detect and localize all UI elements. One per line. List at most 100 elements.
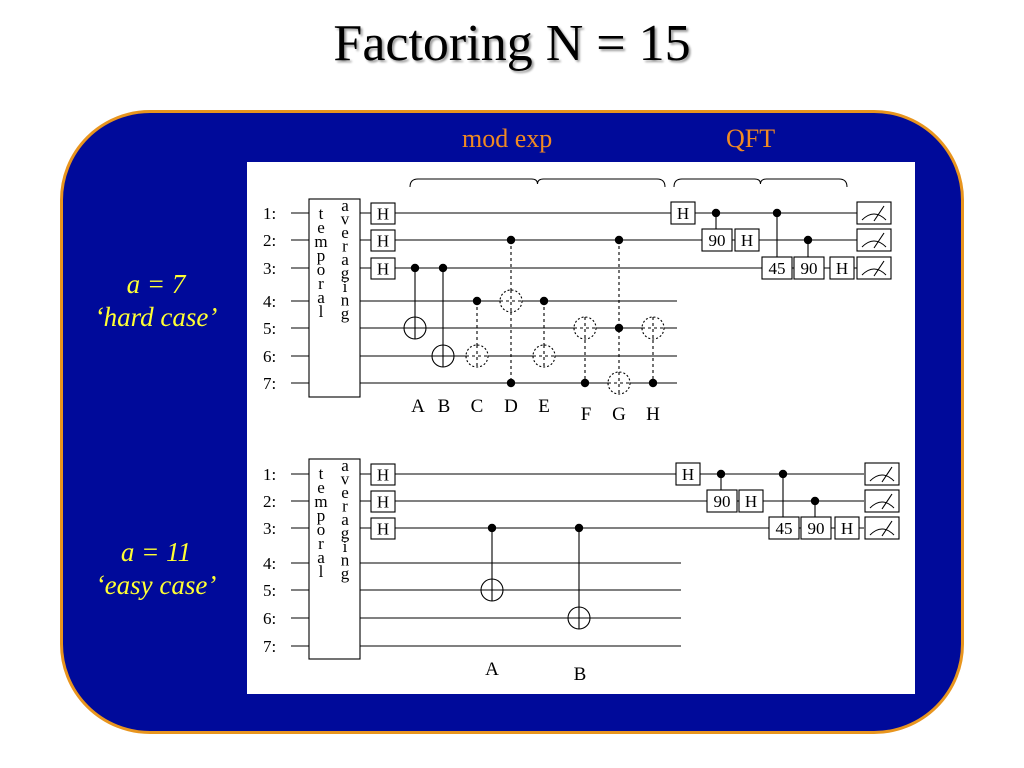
easy-averaging-char: a: [341, 510, 349, 529]
easy-averaging-char: r: [342, 497, 348, 516]
easy-qubit-label-5: 5:: [263, 581, 276, 600]
easy-temporal-char: e: [317, 478, 325, 497]
easy-qft-ctrl-dot-2: [778, 469, 788, 479]
hard-gate-label-E: E: [538, 396, 550, 417]
easy-h-gate-q1-text: H: [377, 466, 389, 485]
hard-qft-r90-q2: [701, 228, 733, 252]
easy-h-gate-q1: [370, 463, 396, 486]
hard-measure-q1-icon-needle: [873, 205, 885, 222]
easy-measure-q2-icon-needle: [881, 493, 893, 510]
easy-temporal-char: t: [319, 464, 324, 483]
mod-exp-brace: [409, 178, 666, 188]
hard-gate-G-control: [614, 235, 624, 245]
hard-gate-label-C: C: [471, 396, 484, 417]
hard-h-gate-q1-text: H: [377, 205, 389, 224]
easy-qubit-label-1: 1:: [263, 465, 276, 484]
hard-temporal-char: a: [317, 288, 325, 307]
hard-qft-h-q2-text: H: [741, 231, 753, 250]
easy-qft-r45-q3: [768, 516, 800, 540]
qft-brace: [673, 178, 848, 188]
hard-gate-D-target: [499, 289, 523, 313]
hard-gate-label-F: F: [581, 404, 592, 425]
hard-h-gate-q2-text: H: [377, 232, 389, 251]
hard-gate-label-B: B: [438, 396, 451, 417]
hard-qft-ctrl-dot-2: [772, 208, 782, 218]
easy-qft-ctrl-dot-1: [716, 469, 726, 479]
easy-qubit-label-3: 3:: [263, 519, 276, 538]
easy-averaging-char: g: [341, 564, 350, 583]
mod-exp-header: mod exp: [462, 124, 553, 153]
easy-temporal-char: p: [317, 506, 326, 525]
hard-measure-q3-icon-needle: [873, 260, 885, 277]
easy-h-gate-q3-text: H: [377, 520, 389, 539]
case-easy-label: a = 11 ‘easy case’: [66, 536, 246, 602]
hard-qft-h-q2: [734, 228, 760, 252]
hard-gate-E-control: [539, 296, 549, 306]
hard-qft-ctrl-dot-3: [803, 235, 813, 245]
hard-gate-G-target: [607, 371, 631, 395]
easy-qubit-label-7: 7:: [263, 637, 276, 656]
hard-averaging-char: a: [341, 196, 349, 215]
hard-qubit-label-3: 3:: [263, 259, 276, 278]
easy-qft-ctrl-dot-3: [810, 496, 820, 506]
qft-header: QFT: [726, 124, 776, 153]
hard-temporal-char: t: [319, 204, 324, 223]
easy-qubit-label-2: 2:: [263, 492, 276, 511]
hard-averaging-char: n: [341, 291, 350, 310]
easy-measure-q2-icon-arc: [869, 501, 895, 509]
hard-h-gate-q2: [370, 229, 396, 252]
hard-gate-A-control: [410, 263, 420, 273]
hard-averaging-char: g: [341, 264, 350, 283]
hard-temporal-char: m: [314, 232, 327, 251]
hard-gate-C-target: [465, 344, 489, 368]
hard-gate-F-control: [580, 378, 590, 388]
hard-averaging-char: a: [341, 250, 349, 269]
hard-qft-h-q3: [829, 256, 855, 280]
hard-gate-C-control: [472, 296, 482, 306]
easy-averaging-char: e: [341, 483, 349, 502]
hard-gate-B-control: [438, 263, 448, 273]
case-easy-name: ‘easy case’: [95, 570, 217, 600]
hard-gate-label-A: A: [411, 396, 425, 417]
hard-temporal-char: p: [317, 246, 326, 265]
hard-h-gate-q1: [370, 202, 396, 225]
easy-averaging-char: g: [341, 524, 350, 543]
hard-qft-r90-q3: [793, 256, 825, 280]
hard-gate-F-target: [573, 316, 597, 340]
hard-gate-D-control-2: [506, 235, 516, 245]
easy-h-gate-q3: [370, 517, 396, 540]
easy-qft-r45-q3-text: 45: [776, 519, 793, 538]
hard-h-gate-q3: [370, 257, 396, 280]
easy-measure-q1-icon-arc: [869, 474, 895, 482]
easy-gate-label-A: A: [485, 659, 499, 680]
hard-qft-ctrl-dot-1: [711, 208, 721, 218]
hard-gate-label-G: G: [612, 404, 626, 425]
easy-qft-h-q1-text: H: [682, 465, 694, 484]
easy-qft-r90-q3: [800, 516, 832, 540]
hard-qubit-label-2: 2:: [263, 231, 276, 250]
hard-measure-q2-icon-arc: [861, 240, 887, 248]
hard-measure-q3-icon-arc: [861, 268, 887, 276]
easy-averaging-box: [308, 458, 361, 660]
case-hard-a: a = 7: [126, 269, 186, 299]
hard-gate-H-target: [641, 316, 665, 340]
hard-qubit-label-5: 5:: [263, 319, 276, 338]
hard-qubit-label-1: 1:: [263, 204, 276, 223]
hard-gate-E-target: [532, 344, 556, 368]
easy-temporal-char: r: [318, 534, 324, 553]
easy-qubit-label-4: 4:: [263, 554, 276, 573]
easy-gate-B-control: [574, 523, 584, 533]
hard-qft-h-q1: [670, 201, 696, 225]
hard-measure-q1-icon-arc: [861, 213, 887, 221]
easy-averaging-char: v: [341, 470, 350, 489]
easy-temporal-char: l: [319, 562, 324, 581]
hard-h-gate-q3-text: H: [377, 260, 389, 279]
easy-temporal-char: a: [317, 548, 325, 567]
easy-h-gate-q2: [370, 490, 396, 513]
case-easy-a: a = 11: [120, 537, 192, 567]
easy-qft-r90-q2-text: 90: [714, 492, 731, 511]
easy-qft-r90-q3-text: 90: [808, 519, 825, 538]
easy-measure-q3-icon-arc: [869, 528, 895, 536]
